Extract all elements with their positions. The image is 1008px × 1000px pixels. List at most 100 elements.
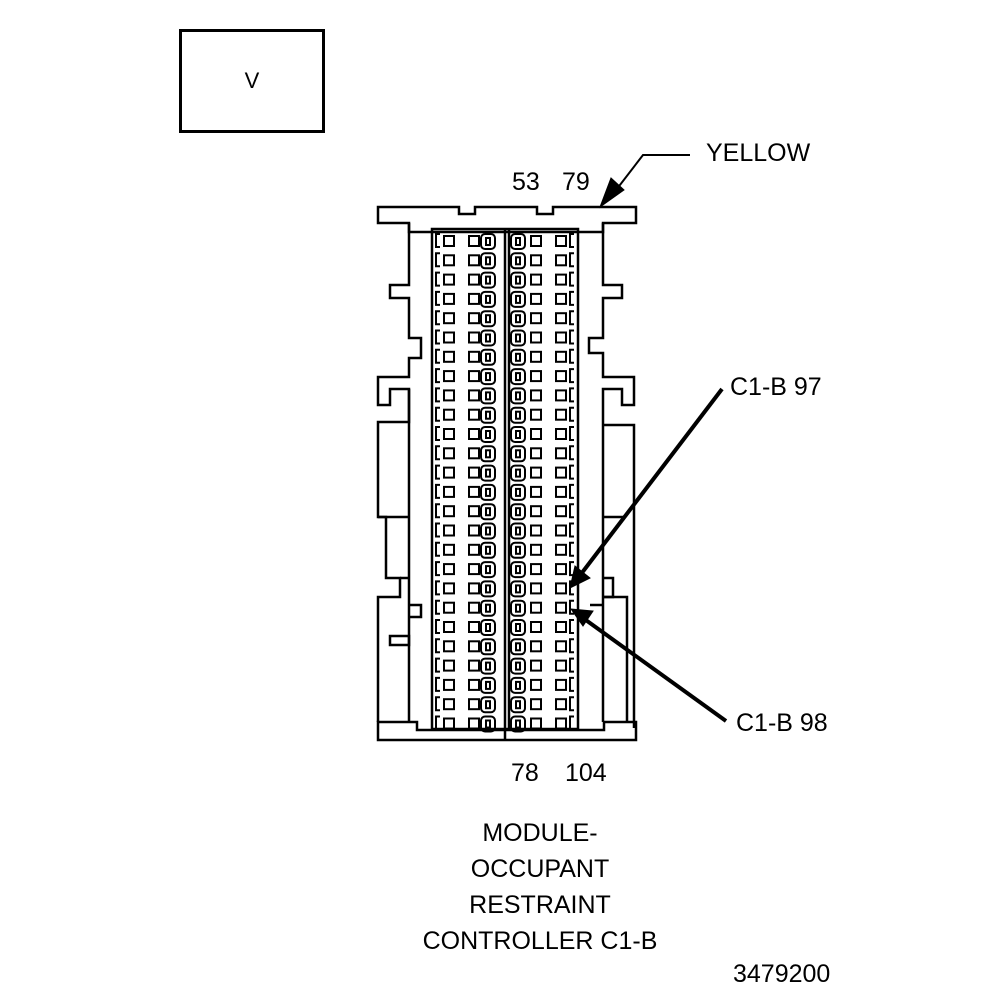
pin-cavity bbox=[555, 698, 567, 711]
pin-cavity bbox=[569, 619, 574, 634]
pin-cavity bbox=[468, 698, 480, 711]
pin-cavity bbox=[435, 445, 440, 461]
pin-cavity bbox=[443, 389, 455, 402]
pin-cavity bbox=[435, 271, 440, 287]
pin-cavity bbox=[555, 524, 567, 537]
pin-cavity bbox=[435, 638, 440, 654]
pin-row bbox=[435, 561, 574, 579]
pin-cavity bbox=[510, 580, 526, 598]
pin-cavity bbox=[569, 715, 574, 731]
pin-cavity bbox=[443, 350, 455, 363]
pin-cavity bbox=[510, 387, 526, 405]
pin-cavity bbox=[468, 331, 480, 344]
pin-cavity bbox=[480, 541, 496, 559]
pin-cavity bbox=[530, 524, 542, 537]
pin-slot bbox=[485, 352, 491, 362]
pin-cavity bbox=[569, 426, 574, 441]
pin-slot bbox=[485, 372, 491, 382]
pin-slot bbox=[485, 333, 491, 343]
pin-cavity bbox=[530, 640, 542, 653]
pin-cavity bbox=[468, 678, 480, 691]
pin-cavity bbox=[555, 621, 567, 633]
pin-cavity bbox=[569, 696, 574, 712]
pin-cavity bbox=[555, 428, 567, 440]
pin-cavity bbox=[480, 387, 496, 405]
pin-row bbox=[435, 464, 574, 482]
callout-label-98: C1-B 98 bbox=[736, 709, 828, 737]
pin-cavity bbox=[480, 271, 496, 289]
pin-slot bbox=[485, 410, 491, 420]
pin-cavity bbox=[510, 348, 526, 366]
pin-cavity bbox=[480, 348, 496, 366]
callout-label-97: C1-B 97 bbox=[730, 373, 822, 401]
pin-slot bbox=[515, 391, 521, 401]
pin-cavity bbox=[435, 387, 440, 403]
pin-cavity bbox=[510, 599, 526, 617]
pin-slot bbox=[485, 507, 491, 517]
pin-cavity bbox=[443, 370, 455, 383]
pin-cavity bbox=[510, 252, 526, 270]
pin-slot bbox=[515, 623, 521, 632]
pin-row bbox=[435, 233, 574, 250]
pin-slot bbox=[485, 526, 491, 536]
pin-slot bbox=[515, 700, 521, 710]
pin-row bbox=[435, 290, 574, 308]
pin-slot bbox=[515, 468, 521, 478]
pin-cavity bbox=[435, 329, 440, 345]
pin-cavity bbox=[443, 505, 455, 518]
pin-cavity bbox=[443, 698, 455, 711]
pin-cavity bbox=[510, 657, 526, 675]
pin-row bbox=[435, 483, 574, 501]
pin-cavity bbox=[443, 312, 455, 325]
pin-row bbox=[435, 368, 574, 386]
pin-slot bbox=[485, 468, 491, 478]
pin-slot bbox=[515, 680, 521, 690]
pin-cavity bbox=[555, 292, 567, 305]
pin-slot bbox=[485, 661, 491, 671]
pin-cavity bbox=[435, 368, 440, 384]
pin-cavity bbox=[443, 563, 455, 576]
pin-cavity bbox=[555, 601, 567, 614]
pin-slot bbox=[515, 237, 521, 246]
pin-cavity bbox=[443, 582, 455, 595]
pin-cavity bbox=[468, 312, 480, 325]
pin-row bbox=[435, 348, 574, 366]
pin-cavity bbox=[435, 599, 440, 615]
bottom-pin-label-78: 78 bbox=[511, 759, 539, 787]
title-line: CONTROLLER C1-B bbox=[422, 927, 658, 955]
pin-cavity bbox=[480, 445, 496, 463]
pin-cavity bbox=[443, 428, 455, 440]
pin-cavity bbox=[555, 370, 567, 383]
pin-row bbox=[435, 445, 574, 463]
pin-slot bbox=[515, 565, 521, 575]
pin-cavity bbox=[468, 485, 480, 498]
pin-slot bbox=[515, 661, 521, 671]
pin-slot bbox=[485, 700, 491, 710]
title-line: MODULE- bbox=[482, 819, 598, 847]
pin-row bbox=[435, 619, 574, 636]
pin-cavity bbox=[468, 582, 480, 595]
pin-cavity bbox=[468, 621, 480, 633]
pin-cavity bbox=[510, 445, 526, 463]
pin-cavity bbox=[480, 426, 496, 443]
pin-cavity bbox=[435, 715, 440, 731]
pin-cavity bbox=[510, 503, 526, 521]
pin-cavity bbox=[435, 483, 440, 499]
pin-cavity bbox=[569, 233, 574, 248]
pin-cavity bbox=[468, 505, 480, 518]
pin-cavity bbox=[510, 696, 526, 714]
pin-cavity bbox=[510, 522, 526, 540]
pin-cavity bbox=[468, 563, 480, 576]
pin-slot bbox=[485, 487, 491, 497]
figure-number: 3479200 bbox=[733, 960, 831, 988]
pin-cavity bbox=[569, 368, 574, 384]
pin-cavity bbox=[530, 563, 542, 576]
pin-cavity bbox=[435, 290, 440, 306]
pin-row bbox=[435, 271, 574, 289]
pin-slot bbox=[515, 294, 521, 304]
pin-cavity bbox=[435, 503, 440, 519]
pin-cavity bbox=[569, 271, 574, 287]
pin-slot bbox=[515, 584, 521, 594]
pin-cavity bbox=[468, 350, 480, 363]
pin-cavity bbox=[510, 483, 526, 501]
